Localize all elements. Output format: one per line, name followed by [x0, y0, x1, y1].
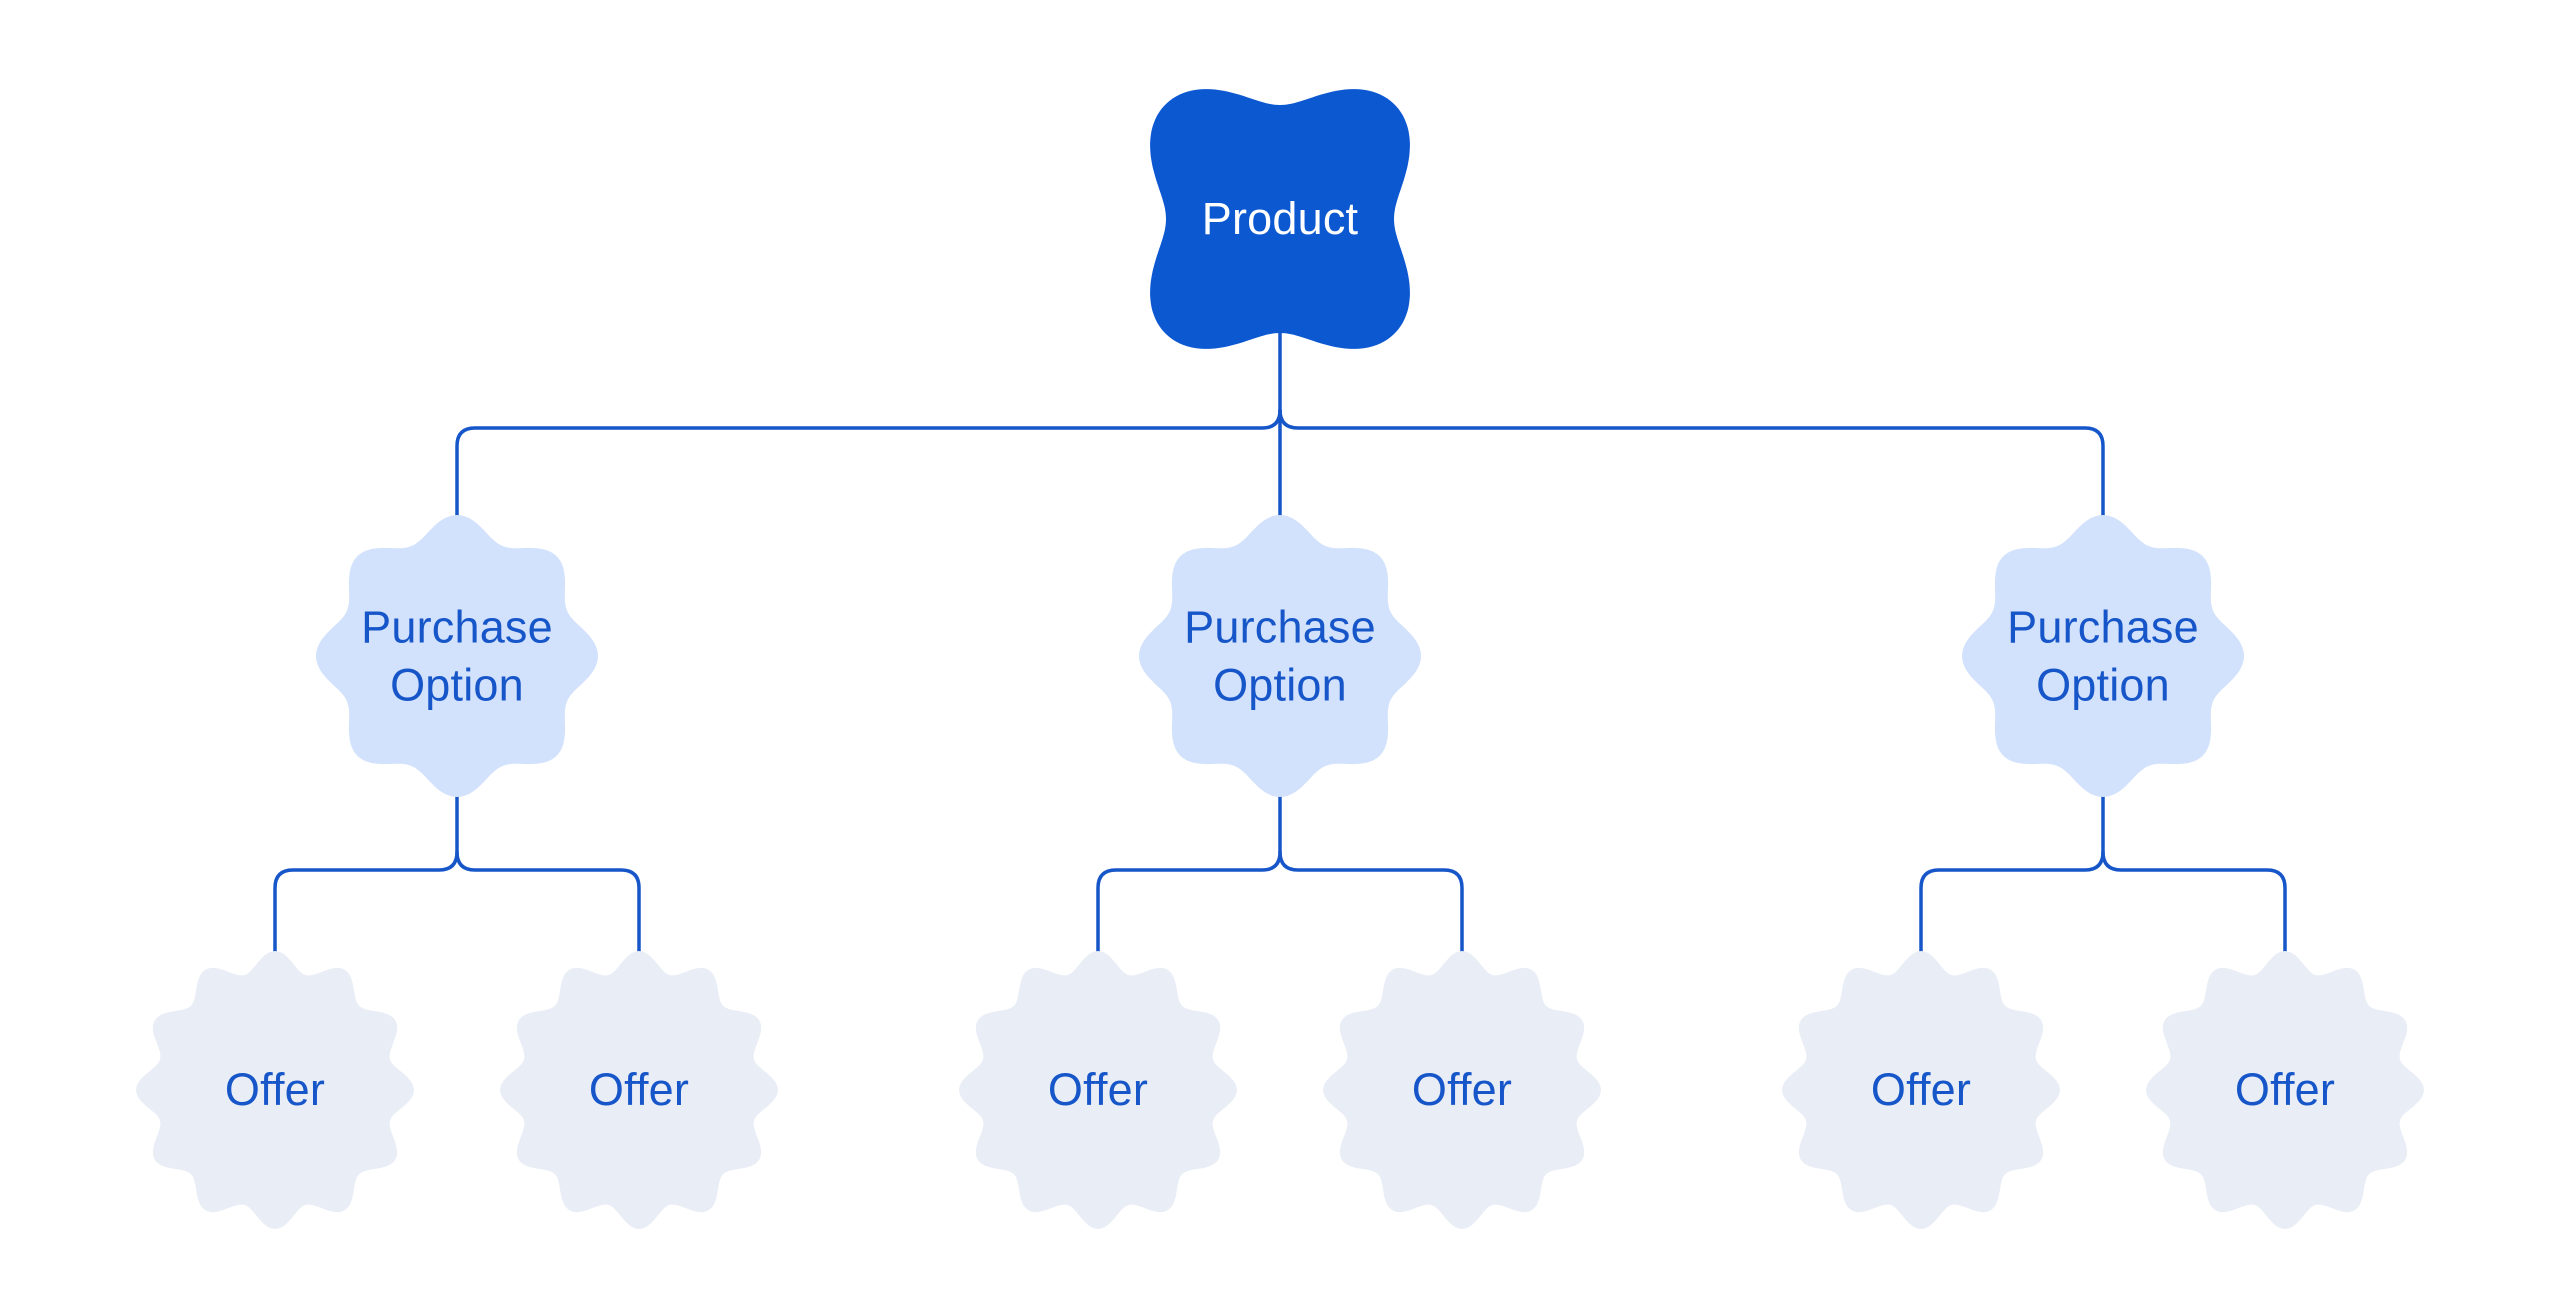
connector-purchase-to-offer: [1096, 795, 1282, 953]
product-node: [1150, 89, 1410, 349]
purchase-option-node: [1962, 515, 2244, 797]
offer-node: [2146, 951, 2424, 1229]
offer-node: [136, 951, 414, 1229]
offer-node: [959, 951, 1237, 1229]
purchase-option-node: [1139, 515, 1421, 797]
connector-product-to-left: [455, 408, 1282, 517]
offer-node: [500, 951, 778, 1229]
connector-purchase-to-offer: [455, 850, 641, 953]
purchase-option-node: [316, 515, 598, 797]
connector-purchase-to-offer: [1278, 850, 1464, 953]
connector-purchase-to-offer: [2101, 850, 2287, 953]
connector-product-to-right: [1278, 408, 2105, 517]
offer-node: [1782, 951, 2060, 1229]
offer-node: [1323, 951, 1601, 1229]
connector-purchase-to-offer: [273, 795, 459, 953]
connector-purchase-to-offer: [1919, 795, 2105, 953]
